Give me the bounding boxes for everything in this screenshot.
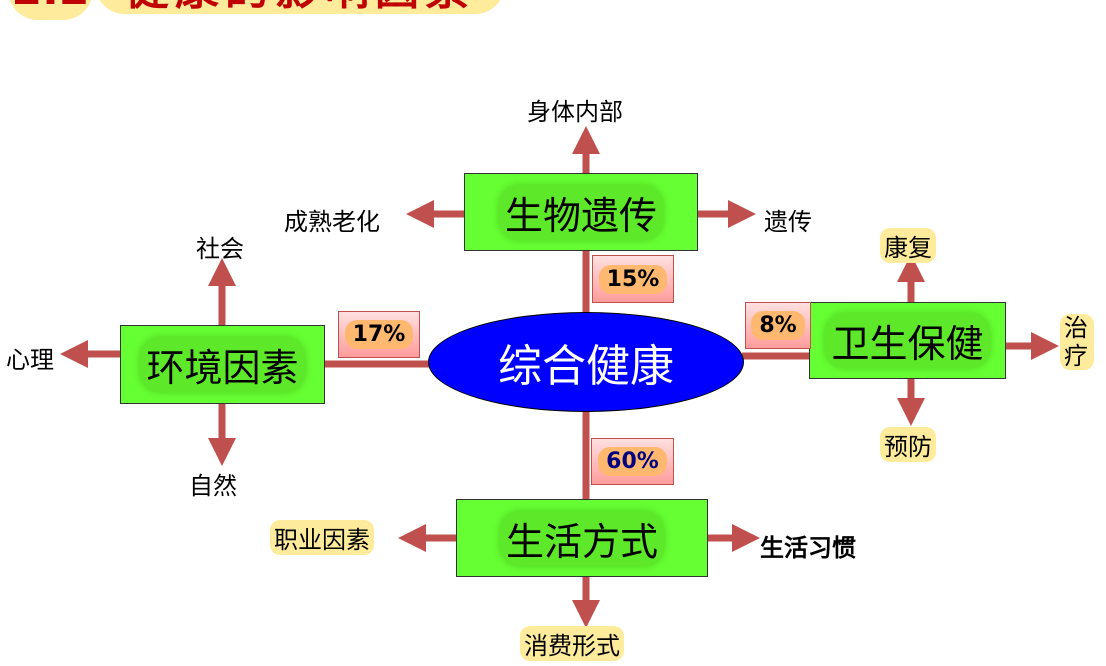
page-title: 健康的影响因素	[95, 0, 505, 14]
node-healthcare: 卫生保健	[809, 302, 1006, 379]
label-body-internal: 身体内部	[527, 98, 623, 126]
section-number: 2.2	[8, 0, 93, 20]
label-aging: 成熟老化	[284, 208, 380, 236]
label-consumption: 消费形式	[520, 626, 624, 661]
percent-healthcare: 8%	[745, 302, 811, 349]
center-node: 综合健康	[428, 312, 744, 412]
percent-lifestyle: 60%	[591, 438, 674, 485]
percent-biology: 15%	[592, 255, 674, 303]
node-lifestyle: 生活方式	[456, 499, 708, 577]
label-psychology: 心理	[6, 346, 54, 374]
label-habits: 生活习惯	[760, 534, 856, 562]
node-biology: 生物遗传	[464, 173, 698, 251]
label-prevention: 预防	[880, 427, 936, 462]
label-society: 社会	[196, 235, 244, 263]
percent-environment: 17%	[338, 311, 420, 358]
label-nature: 自然	[189, 472, 237, 500]
label-occupation: 职业因素	[270, 520, 374, 555]
label-rehabilitation: 康复	[880, 228, 936, 263]
node-environment: 环境因素	[120, 325, 325, 404]
label-treatment: 治疗	[1060, 314, 1094, 370]
label-heredity: 遗传	[764, 208, 812, 236]
